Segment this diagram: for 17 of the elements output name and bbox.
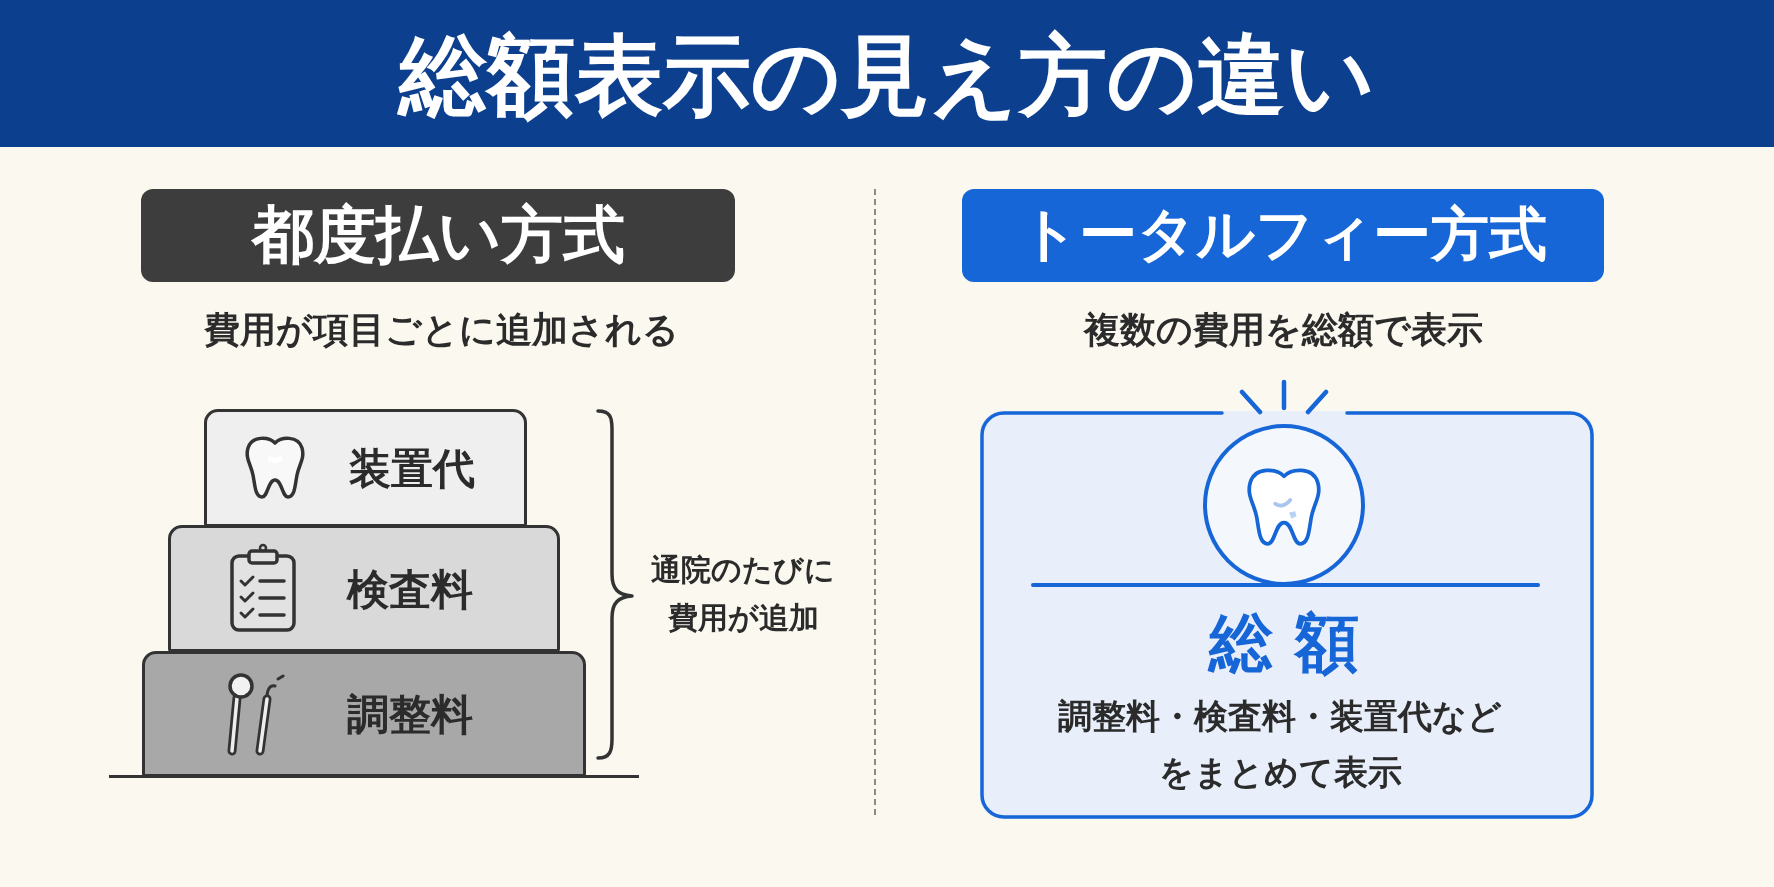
heading-box: [962, 189, 1604, 282]
block-text: 調整料: [347, 689, 473, 741]
card-text: 調整料・検査料・装置代などをまとめて表示: [1057, 695, 1503, 794]
stacked-box: [204, 409, 527, 527]
heading-box: [141, 189, 735, 282]
stacked-box: [142, 651, 586, 777]
note-text: 通院のたびに費用が追加: [650, 551, 836, 637]
title: 総額表示の見え方の違い: [399, 23, 1375, 129]
subtitle: 複数の費用を総額で表示: [1083, 308, 1483, 352]
block-text: 検査料: [347, 564, 473, 616]
card-heading: 総 額: [1208, 604, 1360, 682]
heading-text: 都度払い方式: [251, 197, 625, 273]
block-text: 装置代: [349, 443, 475, 495]
summary-card: [980, 411, 1594, 819]
subtitle: 費用が項目ごとに追加される: [203, 308, 679, 352]
heading-text: トータルフィー方式: [1019, 200, 1547, 270]
stacked-box: [168, 525, 560, 652]
